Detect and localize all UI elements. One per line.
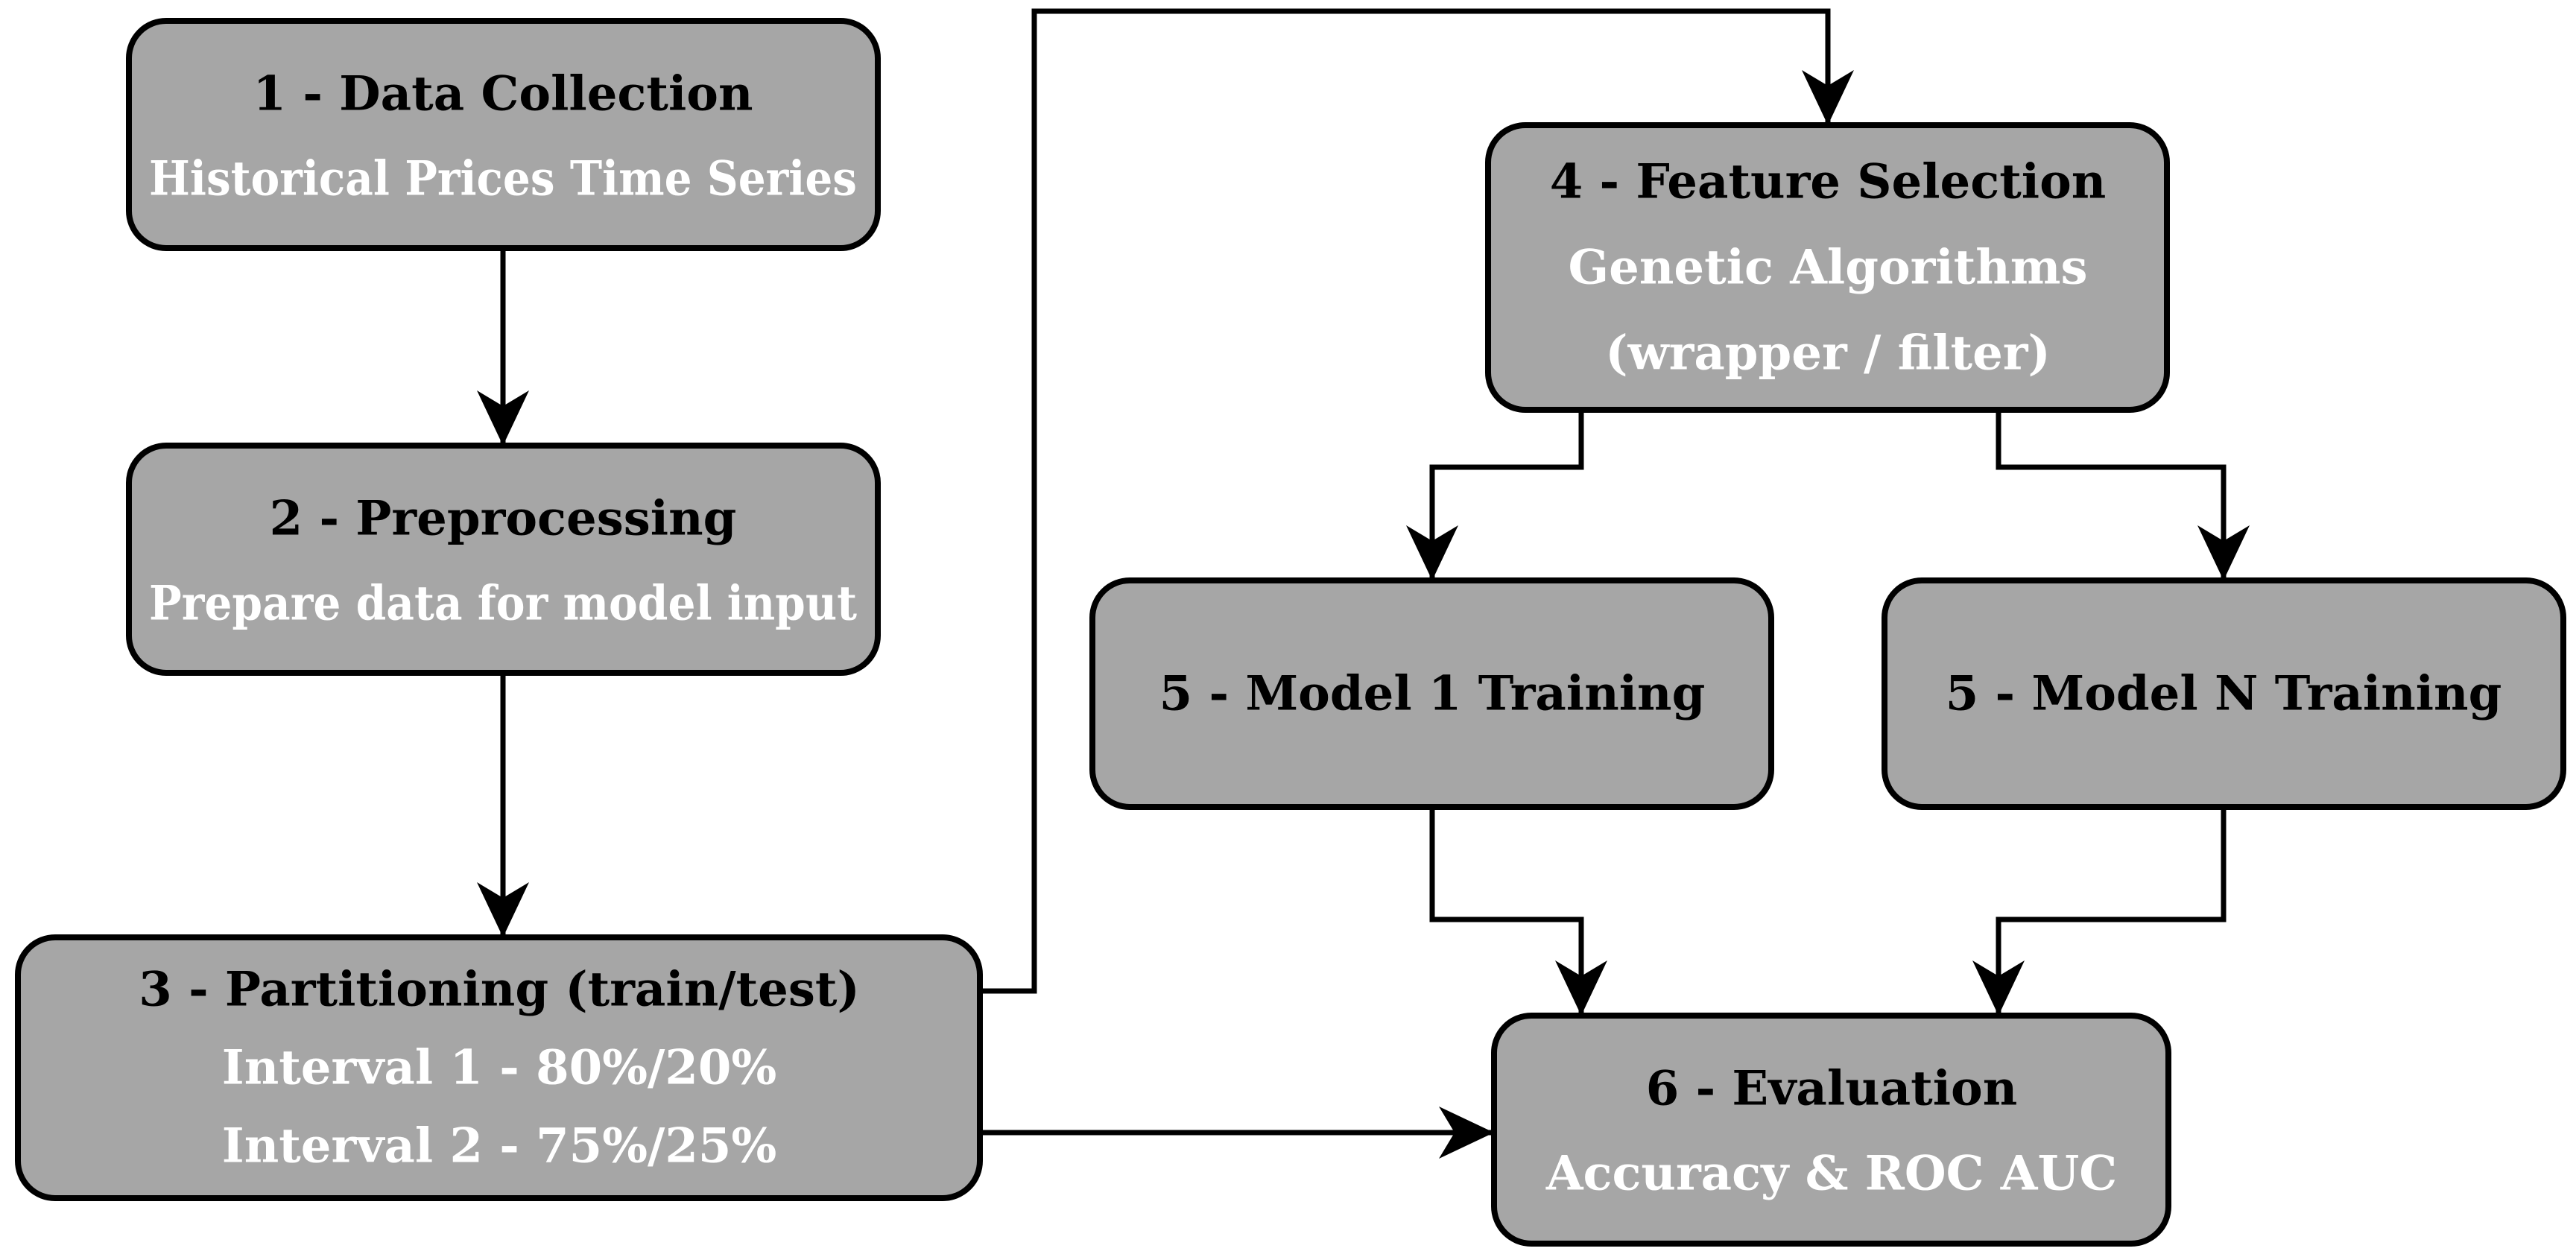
node-evaluation-subtitle: Accuracy & ROC AUC bbox=[1545, 1146, 2117, 1202]
node-model-n-training-title: 5 - Model N Training bbox=[1946, 666, 2502, 722]
edge-model-n-training-to-evaluation bbox=[1972, 807, 2227, 1016]
node-model-1-training-box bbox=[1089, 577, 1774, 810]
node-data-collection-title: 1 - Data Collection bbox=[253, 66, 753, 122]
node-preprocessing-subtitle: Prepare data for model input bbox=[149, 576, 857, 632]
connectors bbox=[477, 8, 2250, 1159]
node-feature-selection: 4 - Feature Selection Genetic Algorithms… bbox=[1485, 122, 2170, 413]
edge-partitioning-to-feature-selection bbox=[980, 8, 1854, 994]
node-feature-selection-title: 4 - Feature Selection bbox=[1550, 154, 2107, 210]
node-preprocessing-title: 2 - Preprocessing bbox=[270, 491, 737, 547]
node-model-n-training-box bbox=[1882, 577, 2566, 810]
node-feature-selection-subtitle: Genetic Algorithms bbox=[1568, 240, 2087, 296]
node-feature-selection-subtitle2: (wrapper / filter) bbox=[1605, 326, 2051, 382]
node-feature-selection-box bbox=[1485, 122, 2170, 413]
node-partitioning-interval-1: Interval 1 - 80%/20% bbox=[222, 1040, 777, 1096]
node-data-collection-box bbox=[126, 18, 881, 251]
node-model-1-training-title: 5 - Model 1 Training bbox=[1159, 666, 1706, 722]
node-partitioning-title: 3 - Partitioning (train/test) bbox=[139, 962, 860, 1018]
node-model-1-training: 5 - Model 1 Training bbox=[1089, 577, 1774, 810]
node-evaluation: 6 - Evaluation Accuracy & ROC AUC bbox=[1491, 1013, 2171, 1247]
node-partitioning: 3 - Partitioning (train/test) Interval 1… bbox=[15, 934, 983, 1201]
node-evaluation-box bbox=[1491, 1013, 2171, 1247]
node-partitioning-box bbox=[15, 934, 983, 1201]
edge-feature-selection-to-model-n-training bbox=[1996, 410, 2250, 580]
edge-model-1-training-to-evaluation bbox=[1429, 807, 1607, 1016]
node-data-collection-subtitle: Historical Prices Time Series bbox=[149, 151, 857, 207]
node-data-collection: 1 - Data Collection Historical Prices Ti… bbox=[126, 18, 881, 251]
node-partitioning-interval-2: Interval 2 - 75%/25% bbox=[222, 1118, 777, 1174]
node-preprocessing: 2 - Preprocessing Prepare data for model… bbox=[126, 443, 881, 676]
node-evaluation-title: 6 - Evaluation bbox=[1646, 1061, 2018, 1117]
node-preprocessing-box bbox=[126, 443, 881, 676]
edge-feature-selection-to-model-1-training bbox=[1406, 410, 1584, 580]
node-model-n-training: 5 - Model N Training bbox=[1882, 577, 2566, 810]
